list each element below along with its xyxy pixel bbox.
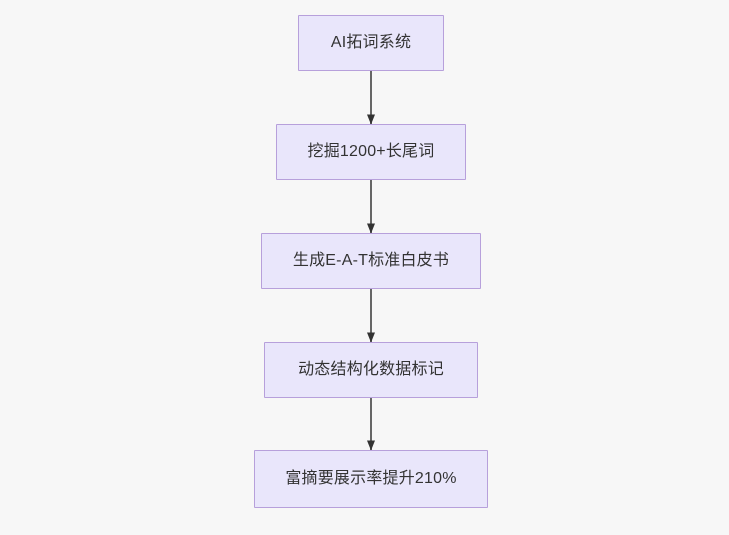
flowchart-node-5[interactable]: 富摘要展示率提升210%: [254, 450, 488, 508]
flowchart-node-1-label: AI拓词系统: [330, 34, 412, 52]
flowchart-node-1[interactable]: AI拓词系统: [298, 15, 444, 71]
flowchart-node-5-label: 富摘要展示率提升210%: [285, 470, 457, 488]
flowchart-node-2[interactable]: 挖掘1200+长尾词: [276, 124, 466, 180]
flowchart-node-2-label: 挖掘1200+长尾词: [307, 143, 435, 161]
flowchart-node-4-label: 动态结构化数据标记: [298, 361, 444, 379]
flowchart-node-3[interactable]: 生成E-A-T标准白皮书: [261, 233, 481, 289]
flowchart-node-4[interactable]: 动态结构化数据标记: [264, 342, 478, 398]
flowchart-node-3-label: 生成E-A-T标准白皮书: [292, 252, 450, 270]
